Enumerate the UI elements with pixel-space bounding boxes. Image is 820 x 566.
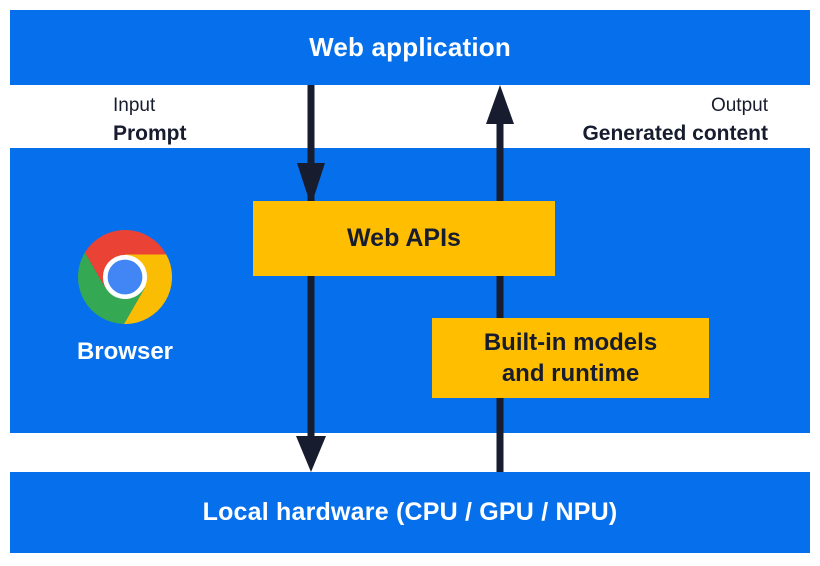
builtin-models-line2: and runtime [501,360,640,387]
input-label-block: Input Prompt [113,93,187,149]
builtin-models-box: Built-in models and runtime [432,318,709,398]
input-arrowhead-into-hardware [296,436,326,472]
local-hardware-bar: Local hardware (CPU / GPU / NPU) [10,472,810,553]
input-caption: Input [113,95,156,116]
output-caption: Output [710,95,768,116]
chrome-browser-icon [78,230,172,324]
output-value: Generated content [582,122,768,145]
chrome-blue-core [107,259,143,295]
input-value: Prompt [113,122,187,145]
local-hardware-label: Local hardware (CPU / GPU / NPU) [202,498,618,526]
builtin-models-line1: Built-in models [483,329,658,356]
output-arrowhead-into-webapp [486,85,514,124]
builtin-models-label: Built-in models and runtime [484,327,657,389]
web-apis-box: Web APIs [253,201,555,276]
output-label-block: Output Generated content [582,93,768,149]
browser-label: Browser [76,338,174,365]
web-apis-label: Web APIs [347,224,461,252]
web-application-bar: Web application [10,10,810,85]
web-application-label: Web application [309,32,511,62]
